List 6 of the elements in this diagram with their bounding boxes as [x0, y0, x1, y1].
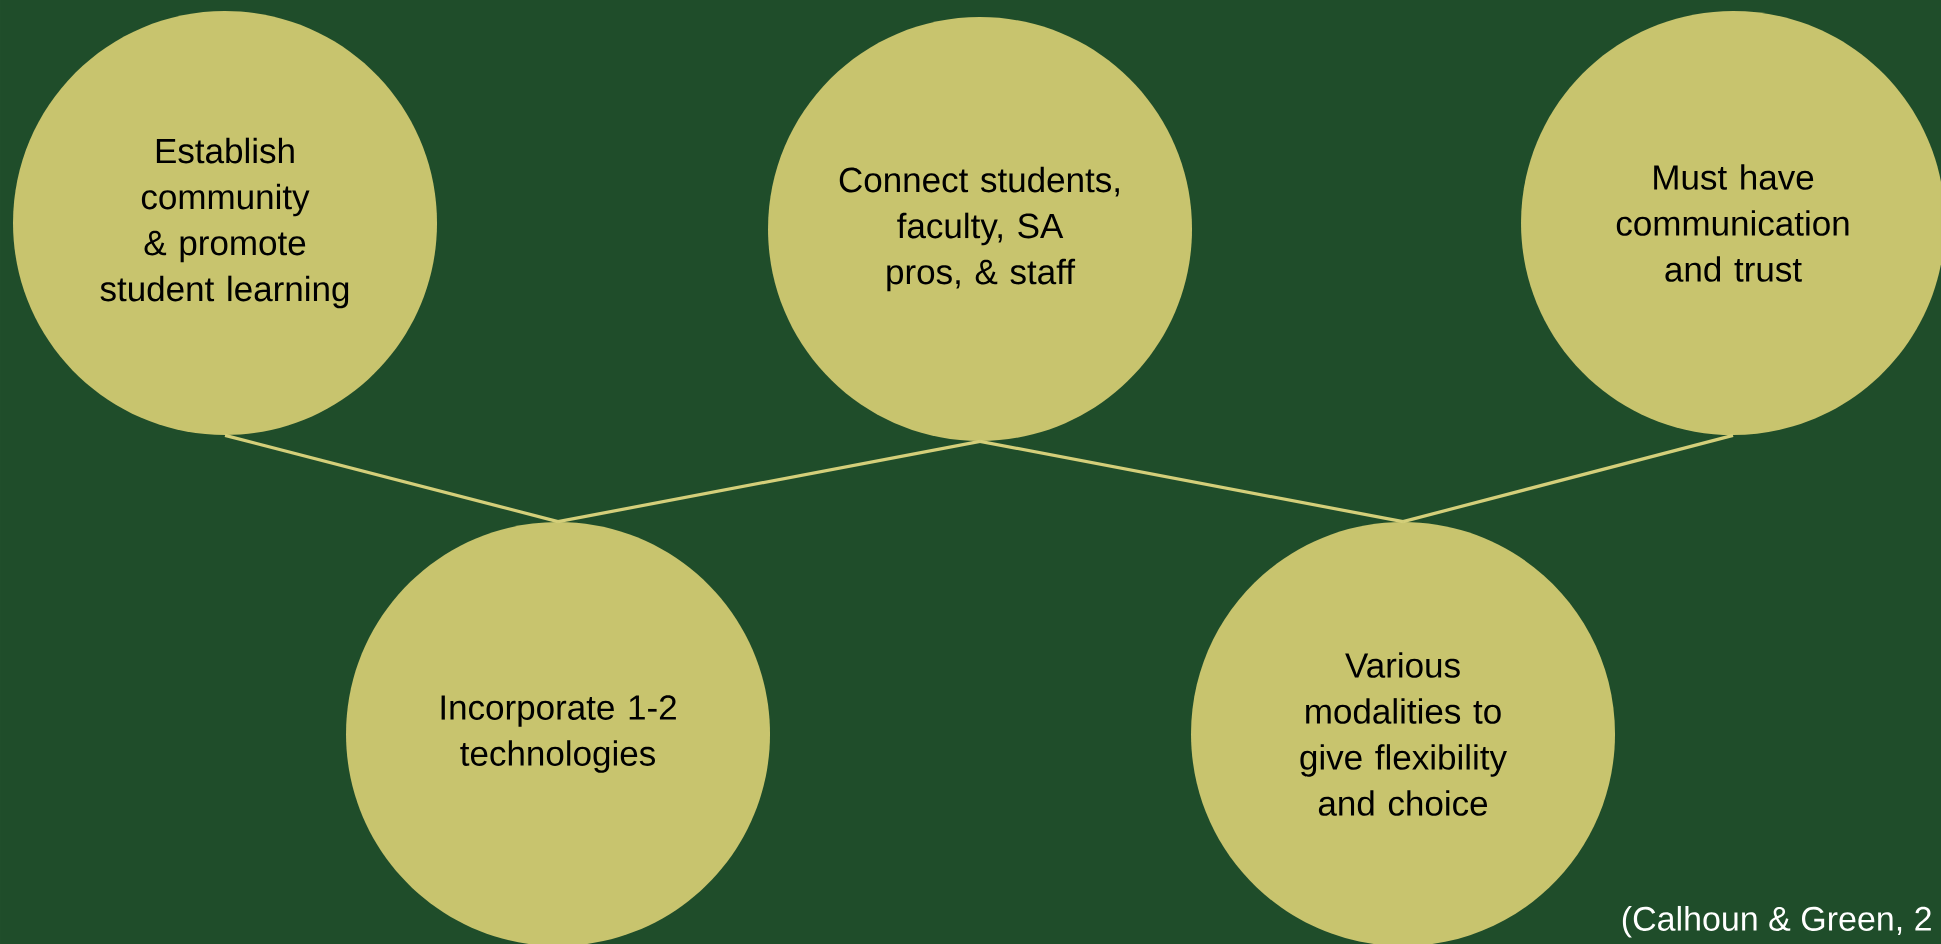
- connector-line: [979, 439, 1404, 524]
- connector-line: [557, 439, 981, 524]
- circle-node: Connect students, faculty, SA pros, & staff: [768, 17, 1192, 441]
- connector-line: [1402, 433, 1734, 524]
- connector-line: [224, 433, 559, 524]
- circle-node: Establish community & promote student learning: [13, 11, 437, 435]
